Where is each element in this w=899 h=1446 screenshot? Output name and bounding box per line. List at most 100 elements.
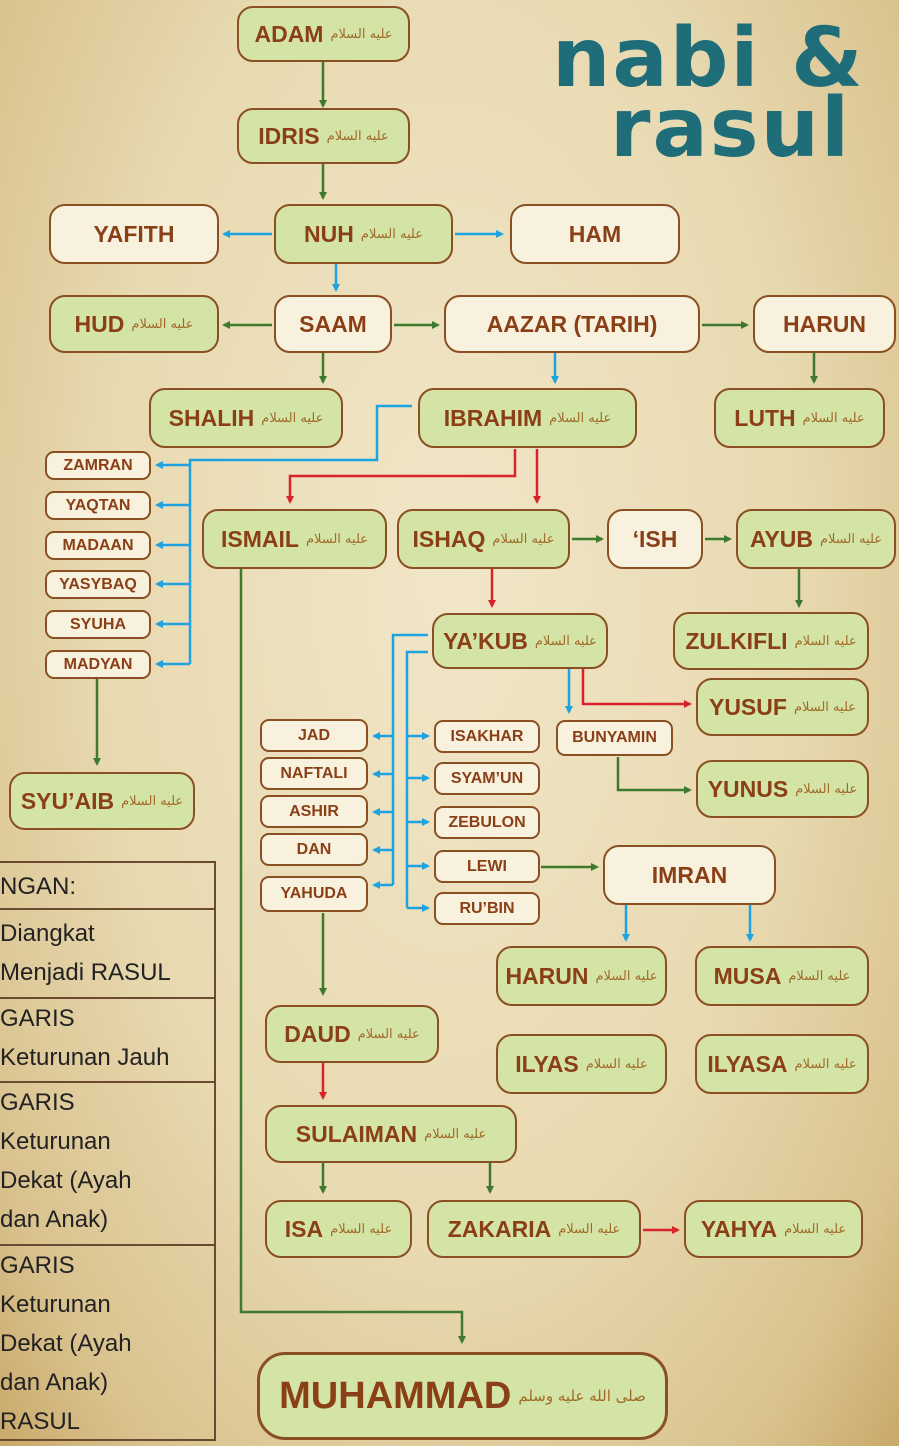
node-lewi: LEWI bbox=[434, 850, 540, 883]
node-label: AYUB bbox=[749, 525, 813, 552]
node-ayub: AYUB عليه السلام bbox=[736, 509, 896, 569]
legend-text: dan Anak) bbox=[0, 1206, 109, 1233]
node-yafith: YAFITH bbox=[49, 204, 219, 264]
legend-header: NGAN: bbox=[0, 863, 214, 910]
node-madaan: MADAAN bbox=[45, 531, 151, 560]
honorific: عليه السلام bbox=[794, 633, 858, 649]
node-madyan: MADYAN bbox=[45, 650, 151, 679]
honorific: عليه السلام bbox=[794, 1056, 858, 1072]
node-label: IBRAHIM bbox=[443, 404, 543, 431]
node-label: ASHIR bbox=[289, 802, 339, 820]
node-label: ISHAQ bbox=[412, 525, 486, 552]
honorific: عليه السلام bbox=[261, 410, 324, 426]
node-sulaiman: SULAIMAN عليه السلام bbox=[265, 1105, 517, 1163]
honorific: عليه السلام bbox=[784, 1221, 847, 1237]
honorific: عليه السلام bbox=[795, 781, 858, 797]
legend-text: GARIS bbox=[0, 1252, 75, 1279]
line-yakub-sons-right bbox=[405, 650, 428, 908]
node-label: MADYAN bbox=[63, 655, 133, 673]
node-label: JAD bbox=[297, 726, 330, 744]
honorific: عليه السلام bbox=[802, 410, 866, 426]
honorific: عليه السلام bbox=[424, 1126, 487, 1142]
poster-title: nabi & rasul bbox=[540, 18, 899, 198]
node-label: ISA bbox=[284, 1215, 324, 1242]
line-ismail-muhammad bbox=[239, 569, 466, 1344]
node-harun-2: HARUN عليه السلام bbox=[496, 946, 667, 1006]
node-saam: SAAM bbox=[274, 295, 392, 353]
legend-text: Dekat (Ayah bbox=[0, 1167, 132, 1194]
node-shalih: SHALIH عليه السلام bbox=[149, 388, 343, 448]
node-syuaib: SYU’AIB عليه السلام bbox=[9, 772, 195, 830]
honorific: عليه السلام bbox=[820, 531, 883, 547]
node-bunyamin: BUNYAMIN bbox=[556, 720, 673, 756]
node-label: SHALIH bbox=[168, 404, 255, 431]
node-label: ‘ISH bbox=[632, 525, 678, 552]
legend-text: GARIS bbox=[0, 1089, 75, 1116]
honorific: عليه السلام bbox=[492, 531, 555, 547]
legend-header-text: NGAN: bbox=[0, 873, 77, 900]
legend-text: Dekat (Ayah bbox=[0, 1330, 132, 1357]
honorific: عليه السلام bbox=[121, 793, 184, 809]
honorific: عليه السلام bbox=[330, 1221, 393, 1237]
honorific: عليه السلام bbox=[585, 1056, 649, 1072]
node-harun-1: HARUN bbox=[753, 295, 896, 353]
node-label: RU’BIN bbox=[459, 899, 515, 917]
node-zamran: ZAMRAN bbox=[45, 451, 151, 480]
node-label: SULAIMAN bbox=[295, 1120, 418, 1147]
honorific: عليه السلام bbox=[326, 128, 390, 144]
honorific: عليه السلام bbox=[788, 968, 851, 984]
node-label: MADAAN bbox=[62, 536, 134, 554]
node-label: AAZAR (TARIH) bbox=[486, 310, 658, 337]
node-label: IMRAN bbox=[651, 861, 728, 888]
node-label: ZULKIFLI bbox=[685, 627, 788, 654]
node-label: YUNUS bbox=[707, 775, 789, 802]
node-ham: HAM bbox=[510, 204, 680, 264]
node-syamun: SYAM’UN bbox=[434, 762, 540, 795]
node-naftali: NAFTALI bbox=[260, 757, 368, 790]
honorific: عليه السلام bbox=[549, 410, 612, 426]
node-ashir: ASHIR bbox=[260, 795, 368, 828]
legend-text: Keturunan Jauh bbox=[0, 1044, 170, 1071]
node-label: HAM bbox=[568, 220, 622, 247]
node-label: HARUN bbox=[505, 962, 589, 989]
legend-row-2: GARIS Keturunan Jauh bbox=[0, 999, 214, 1083]
node-label: NUH bbox=[304, 220, 354, 247]
node-aazar: AAZAR (TARIH) bbox=[444, 295, 700, 353]
node-label: ADAM bbox=[254, 20, 324, 47]
node-label: SAAM bbox=[299, 310, 367, 337]
legend-row-1: Diangkat Menjadi RASUL bbox=[0, 910, 214, 999]
legend-text: Keturunan bbox=[0, 1128, 111, 1155]
node-label: ISMAIL bbox=[220, 525, 299, 552]
legend-row-3: GARIS Keturunan Dekat (Ayah dan Anak) bbox=[0, 1083, 214, 1246]
node-ish: ‘ISH bbox=[607, 509, 703, 569]
honorific: عليه السلام bbox=[360, 226, 424, 242]
node-jad: JAD bbox=[260, 719, 368, 752]
line-ibrahim-ismail bbox=[286, 449, 517, 504]
node-label: SYU’AIB bbox=[20, 787, 115, 814]
line-ibrahim-keturah-sons bbox=[188, 404, 412, 664]
node-label: ZAKARIA bbox=[447, 1215, 552, 1242]
node-label: YAHUDA bbox=[280, 885, 348, 902]
node-yaqtan: YAQTAN bbox=[45, 491, 151, 520]
honorific: عليه السلام bbox=[131, 316, 194, 332]
node-idris: IDRIS عليه السلام bbox=[237, 108, 410, 164]
honorific: عليه السلام bbox=[595, 968, 659, 984]
node-ibrahim: IBRAHIM عليه السلام bbox=[418, 388, 637, 448]
node-label: YASYBAQ bbox=[59, 575, 137, 593]
legend-text: RASUL bbox=[0, 1408, 81, 1435]
node-label: IDRIS bbox=[258, 122, 320, 149]
node-label: ZAMRAN bbox=[63, 456, 133, 474]
legend-row-4: GARIS Keturunan Dekat (Ayah dan Anak) RA… bbox=[0, 1246, 214, 1439]
legend: NGAN: Diangkat Menjadi RASUL GARIS Ketur… bbox=[0, 861, 216, 1441]
node-isakhar: ISAKHAR bbox=[434, 720, 540, 753]
node-label: BUNYAMIN bbox=[572, 729, 657, 746]
title-line-1: nabi & bbox=[552, 18, 865, 106]
